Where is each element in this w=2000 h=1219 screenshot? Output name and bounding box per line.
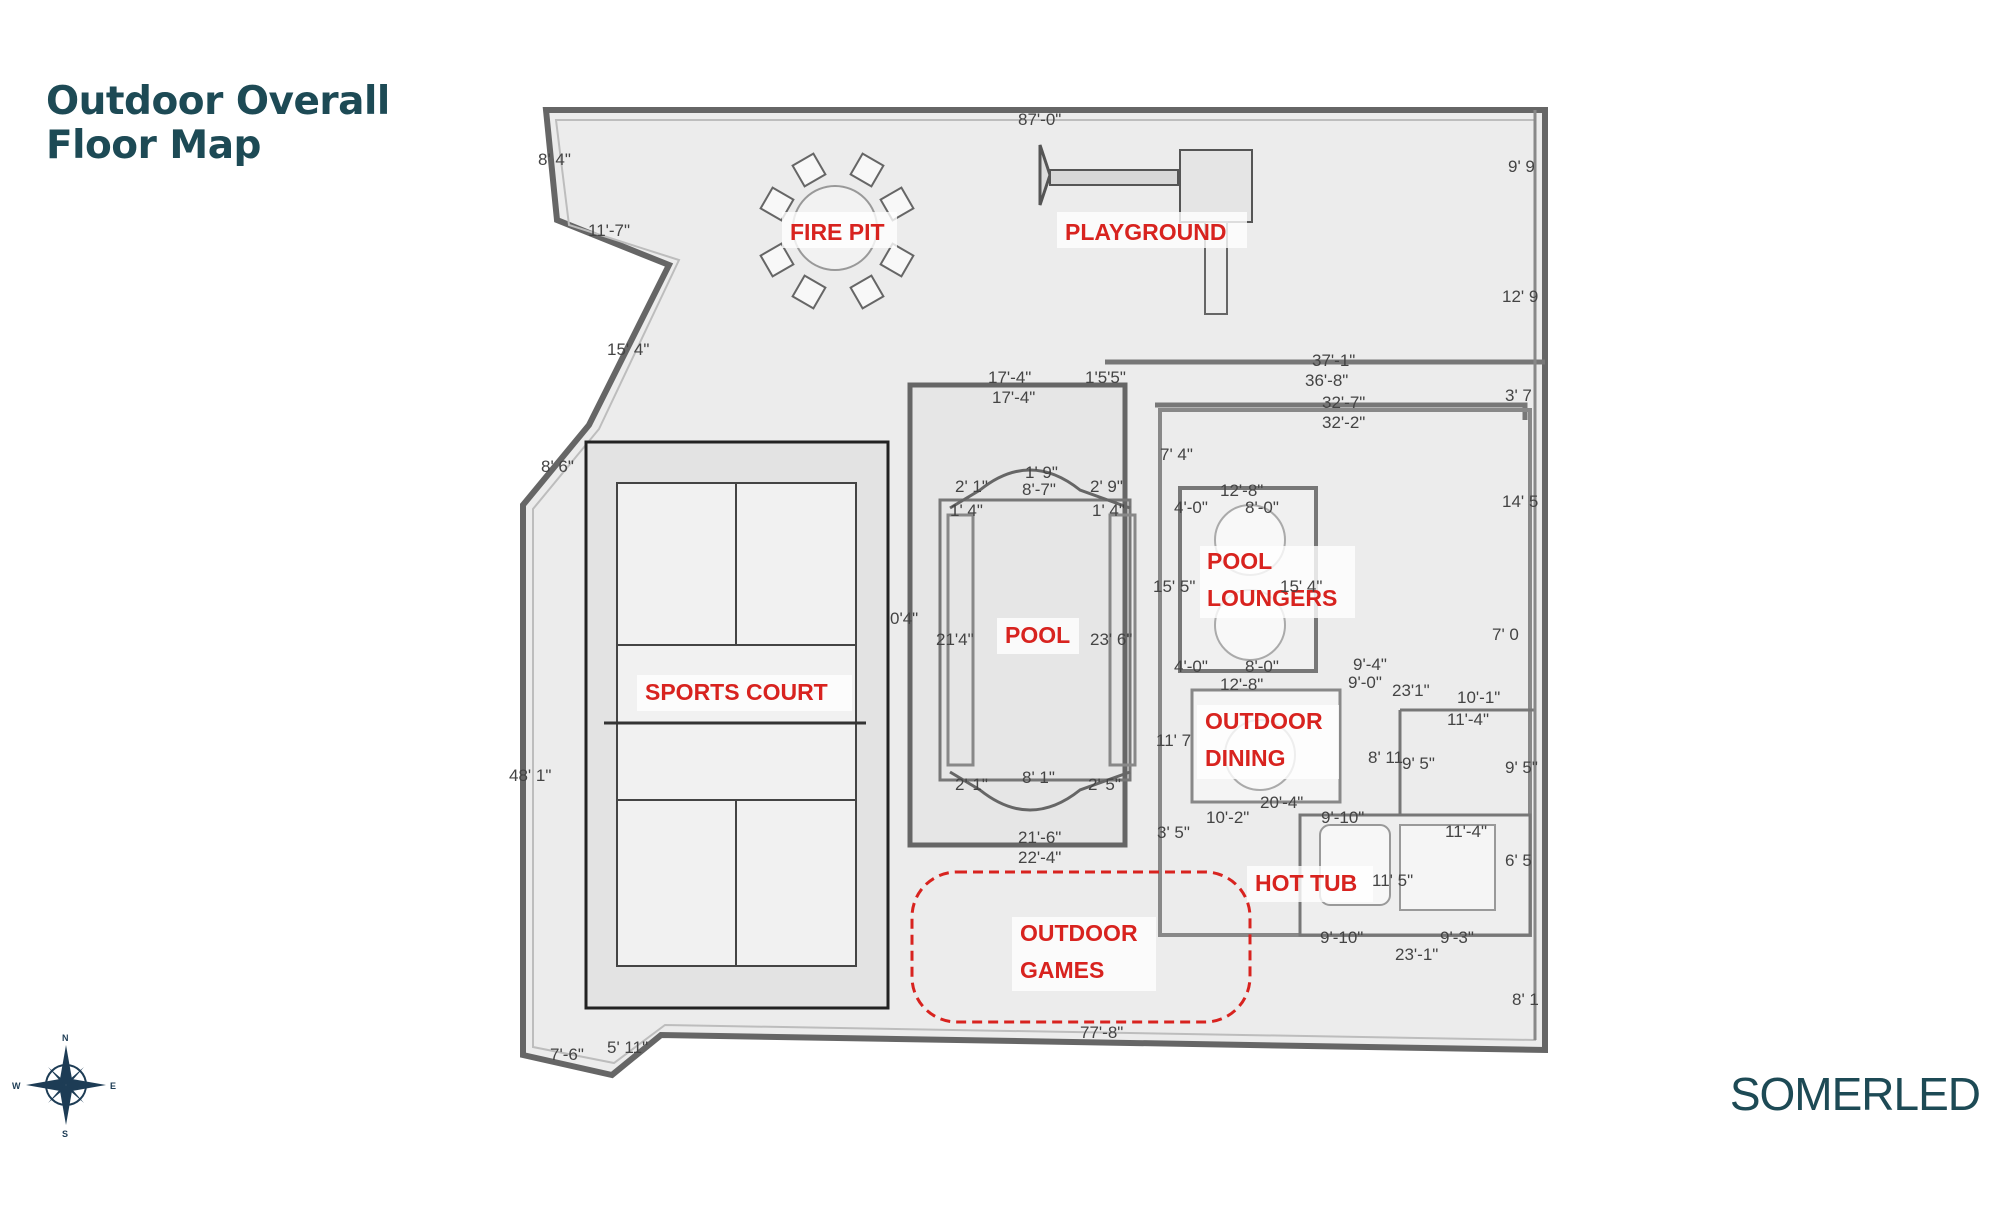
dim-right-5: 7' 0 — [1492, 625, 1519, 644]
dim-right-7: 6' 5 — [1505, 851, 1532, 870]
dim-bottom-left-1: 7'-6" — [550, 1045, 584, 1064]
outdoor-games-label-line-1: OUTDOOR — [1020, 920, 1138, 946]
dim-diag-1: 11'-7" — [588, 221, 630, 240]
dim-11-4a: 11'-4" — [1447, 710, 1489, 729]
dimension-labels: 87'-0" 8' 4" 11'-7" 15' 4" 8' 6" 48' 1" … — [509, 110, 1539, 1064]
dim-right-8: 8' 1 — [1512, 990, 1539, 1009]
dim-left-long: 48' 1" — [509, 766, 551, 785]
dim-9-3: 9'-3" — [1440, 928, 1474, 947]
dim-23-1: 23'1" — [1392, 681, 1430, 700]
dim-pool-2-1: 2' 1" — [955, 477, 988, 496]
compass-n: N — [62, 1033, 69, 1043]
dim-8-0b: 8'-0" — [1245, 657, 1279, 676]
dim-pool-8-1: 8' 1" — [1022, 768, 1055, 787]
pool-loungers-label-line-1: POOL — [1207, 548, 1272, 574]
dim-11-7: 11' 7 — [1156, 731, 1191, 750]
dim-pool-1-4b: 1' 4" — [1092, 501, 1125, 520]
dim-12-8a: 12'-8" — [1220, 481, 1263, 500]
compass-rose: N S W E — [12, 1033, 116, 1139]
outdoor-dining-label-line-1: OUTDOOR — [1205, 708, 1323, 734]
dim-8-11: 8' 11 — [1368, 748, 1403, 767]
dim-pool-2-5: 2' 5" — [1088, 775, 1121, 794]
outdoor-games-label-line-2: GAMES — [1020, 957, 1104, 983]
dim-mid-top: 1'5'5" — [1085, 368, 1126, 387]
dim-right-3: 3' 7 — [1505, 386, 1532, 405]
dim-4-0b: 4'-0" — [1174, 657, 1208, 676]
hot-tub-label: HOT TUB — [1255, 870, 1357, 896]
dim-left-mid: 8' 6" — [541, 457, 574, 476]
dim-15-5: 15' 5" — [1153, 577, 1195, 596]
zone-labels: FIRE PIT PLAYGROUND POOL LOUNGERS POOL S… — [637, 212, 1373, 991]
dim-pool-0-4: 0'4" — [890, 609, 918, 628]
dim-12-8b: 12'-8" — [1220, 675, 1263, 694]
dim-9-5: 9' 5" — [1402, 754, 1435, 773]
sports-court — [584, 440, 890, 1010]
dim-9-10b: 9'-10" — [1320, 928, 1363, 947]
dim-right-top: 9' 9 — [1508, 157, 1535, 176]
dim-pool-top-1: 17'-4" — [988, 368, 1031, 387]
sports-court-label: SPORTS COURT — [645, 679, 828, 705]
dim-pool-21-4: 21'4" — [936, 630, 974, 649]
fire-pit-label: FIRE PIT — [790, 219, 885, 245]
page-title: Outdoor Overall Floor Map — [46, 80, 390, 168]
compass-s: S — [62, 1129, 68, 1139]
dim-20-4: 20'-4" — [1260, 793, 1303, 812]
dim-4-0a: 4'-0" — [1174, 498, 1208, 517]
dim-9-10a: 9'-10" — [1321, 808, 1364, 827]
dim-32b: 32'-2" — [1322, 413, 1365, 432]
compass-w: W — [12, 1081, 21, 1091]
dim-right-4: 14' 5 — [1502, 492, 1538, 511]
fire-pit — [759, 152, 915, 310]
compass-e: E — [110, 1081, 116, 1091]
pool-loungers-label-line-2: LOUNGERS — [1207, 585, 1337, 611]
dim-right-2: 12' 9 — [1502, 287, 1538, 306]
dim-9-0: 9'-0" — [1348, 673, 1382, 692]
playground-label: PLAYGROUND — [1065, 219, 1226, 245]
dim-pool-1-4a: 1' 4" — [950, 501, 983, 520]
dim-37: 37'-1" — [1312, 351, 1355, 370]
page-title-line-1: Outdoor Overall — [46, 79, 390, 124]
dim-8-0a: 8'-0" — [1245, 498, 1279, 517]
dim-pool-21-6: 21'-6" — [1018, 828, 1061, 847]
dim-3-5: 3' 5" — [1157, 823, 1190, 842]
dim-23-1b: 23'-1" — [1395, 945, 1438, 964]
dim-top: 87'-0" — [1018, 110, 1061, 129]
brand-logo: SOMERLED — [1729, 1068, 1981, 1120]
dim-36: 36'-8" — [1305, 371, 1348, 390]
dim-pool-2-1b: 2' 1" — [955, 775, 988, 794]
dim-10-2: 10'-2" — [1206, 808, 1249, 827]
dim-7-4: 7' 4" — [1160, 445, 1193, 464]
dim-left-top: 8' 4" — [538, 150, 571, 169]
dim-15-4: 15' 4" — [1280, 577, 1322, 596]
outdoor-dining-label-line-2: DINING — [1205, 745, 1286, 771]
dim-bottom-left-2: 5' 11" — [607, 1038, 648, 1057]
dim-diag-2: 15' 4" — [607, 340, 649, 359]
dim-pool-1-9: 1' 9" — [1025, 463, 1058, 482]
dim-right-6: 9' 5" — [1505, 758, 1538, 777]
dim-11-5: 11' 5" — [1372, 871, 1413, 890]
dim-pool-22-4: 22'-4" — [1018, 848, 1061, 867]
dim-pool-2-9: 2' 9" — [1090, 477, 1123, 496]
page-title-line-2: Floor Map — [46, 123, 261, 168]
dim-pool-top-2: 17'-4" — [992, 388, 1035, 407]
dim-pool-23-6: 23' 6" — [1090, 630, 1132, 649]
dim-bottom: 77'-8" — [1080, 1023, 1123, 1042]
dim-9-4: 9'-4" — [1353, 655, 1387, 674]
dim-pool-8-7: 8'-7" — [1022, 480, 1056, 499]
dim-10-1: 10'-1" — [1457, 688, 1500, 707]
dim-11-4b: 11'-4" — [1445, 822, 1487, 841]
dim-32a: 32'-7" — [1322, 393, 1365, 412]
pool-area — [907, 382, 1137, 848]
pool-label: POOL — [1005, 622, 1070, 648]
